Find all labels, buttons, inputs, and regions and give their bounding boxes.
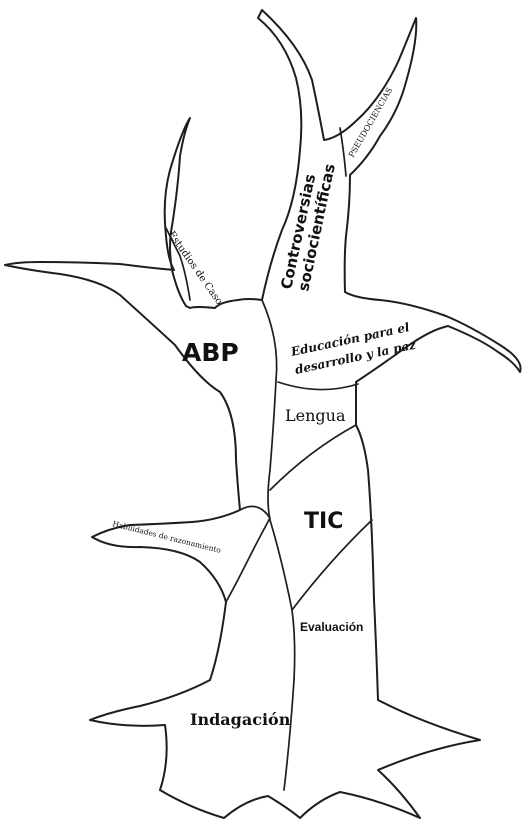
tic-evaluacion-divider xyxy=(270,520,295,680)
lengua-tic-divider xyxy=(270,425,356,490)
abp-lengua-divider xyxy=(268,380,276,520)
tree-outline xyxy=(5,10,521,818)
label-indagacion: Indagación xyxy=(190,710,291,729)
label-estudios-caso: Estudios de Caso xyxy=(166,229,225,307)
label-tic: TIC xyxy=(304,509,343,534)
educacion-divider xyxy=(278,382,358,390)
abp-controversias-divider xyxy=(262,300,277,380)
label-abp: ABP xyxy=(182,338,239,367)
pseudociencias-divider xyxy=(340,128,346,176)
habilidades-divider xyxy=(226,506,270,602)
label-lengua: Lengua xyxy=(285,406,346,425)
label-evaluacion: Evaluación xyxy=(300,620,363,634)
indagacion-divider xyxy=(284,680,294,790)
